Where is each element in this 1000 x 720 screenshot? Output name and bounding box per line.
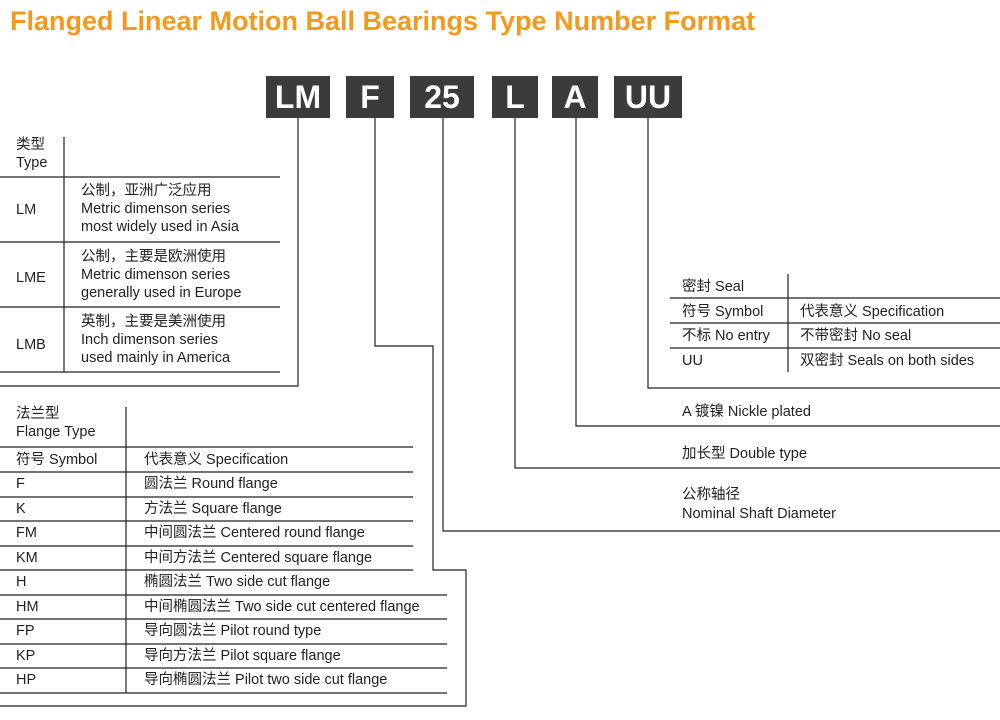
type-row-code: LME bbox=[16, 270, 46, 286]
seal-row-code: UU bbox=[682, 353, 703, 369]
seal-row-desc: 不带密封 No seal bbox=[800, 328, 912, 344]
length-note: 加长型 Double type bbox=[682, 446, 807, 462]
flange-row-code: KM bbox=[16, 550, 38, 566]
flange-col-symbol: 符号 Symbol bbox=[16, 452, 98, 468]
flange-row-code: H bbox=[16, 574, 27, 590]
code-segment-plating: A bbox=[552, 76, 598, 118]
page-title: Flanged Linear Motion Ball Bearings Type… bbox=[10, 6, 756, 36]
type-table-header-cn: 类型 bbox=[16, 137, 45, 153]
flange-row-code: F bbox=[16, 476, 25, 492]
type-row-desc: 公制，亚洲广泛应用 Metric dimenson series most wi… bbox=[81, 183, 239, 235]
diameter-note-en: Nominal Shaft Diameter bbox=[682, 506, 836, 522]
seal-table-header: 密封 Seal bbox=[682, 279, 745, 295]
flange-col-spec: 代表意义 Specification bbox=[144, 452, 289, 468]
flange-row-desc: 中间方法兰 Centered square flange bbox=[144, 550, 373, 566]
flange-row-code: HM bbox=[16, 599, 39, 615]
seal-col-symbol: 符号 Symbol bbox=[682, 304, 764, 320]
flange-row-desc: 方法兰 Square flange bbox=[144, 501, 282, 517]
code-segment-length: L bbox=[492, 76, 538, 118]
flange-row-desc: 圆法兰 Round flange bbox=[144, 476, 278, 492]
type-row-desc: 公制，主要是欧洲使用 Metric dimenson series genera… bbox=[81, 249, 242, 301]
code-segment-flange: F bbox=[346, 76, 394, 118]
flange-row-code: KP bbox=[16, 648, 36, 664]
flange-row-code: K bbox=[16, 501, 26, 517]
seal-row-code: 不标 No entry bbox=[682, 328, 770, 344]
type-row-code: LMB bbox=[16, 337, 46, 353]
flange-row-desc: 导向方法兰 Pilot square flange bbox=[144, 648, 341, 664]
type-table-header-en: Type bbox=[16, 155, 48, 171]
flange-row-desc: 中间圆法兰 Centered round flange bbox=[144, 525, 365, 541]
code-segment-seal: UU bbox=[614, 76, 682, 118]
seal-col-spec: 代表意义 Specification bbox=[800, 304, 945, 320]
flange-row-code: FP bbox=[16, 623, 35, 639]
flange-table-header-en: Flange Type bbox=[16, 424, 96, 440]
flange-row-desc: 导向圆法兰 Pilot round type bbox=[144, 623, 322, 639]
code-segment-series: LM bbox=[266, 76, 330, 118]
type-row-code: LM bbox=[16, 202, 37, 218]
seal-row-desc: 双密封 Seals on both sides bbox=[800, 353, 975, 369]
flange-row-code: FM bbox=[16, 525, 37, 541]
plating-note: A 镀镍 Nickle plated bbox=[682, 404, 811, 420]
diameter-note-cn: 公称轴径 bbox=[682, 487, 740, 503]
flange-row-desc: 导向椭圆法兰 Pilot two side cut flange bbox=[144, 672, 388, 688]
flange-row-desc: 中间椭圆法兰 Two side cut centered flange bbox=[144, 599, 420, 615]
flange-table-header-cn: 法兰型 bbox=[16, 406, 60, 422]
code-segment-diameter: 25 bbox=[410, 76, 474, 118]
type-row-desc: 英制，主要是美洲使用 Inch dimenson series used mai… bbox=[81, 314, 231, 366]
flange-row-code: HP bbox=[16, 672, 37, 688]
flange-row-desc: 椭圆法兰 Two side cut flange bbox=[144, 574, 331, 590]
